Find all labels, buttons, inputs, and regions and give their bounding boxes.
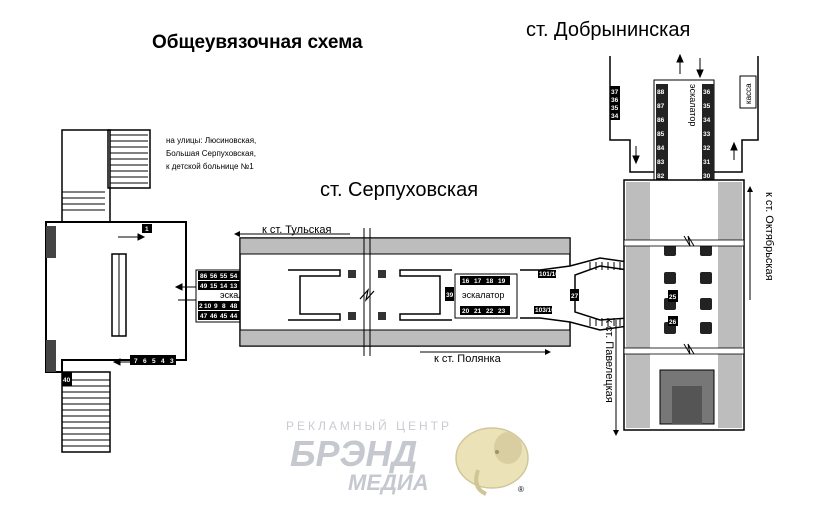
direction-oktyabrskaya: к ст. Октябрьская [763, 192, 775, 281]
escalator-2-label: эскалатор [462, 290, 504, 300]
ticket-office [739, 75, 757, 109]
passage-ad-101-102: 101/102 [539, 271, 563, 278]
upper-stairs [62, 134, 148, 211]
svg-text:4: 4 [161, 358, 165, 365]
scheme-title: Общеувязочная схема [152, 32, 363, 53]
svg-text:30: 30 [703, 173, 711, 180]
station-name-serpukhovskaya: ст. Серпуховская [320, 179, 478, 201]
track-bottom [239, 329, 571, 347]
watermark-line1: РЕКЛАМНЫЙ ЦЕНТР [286, 418, 452, 433]
passage-ad-27: 27 [571, 293, 579, 300]
svg-text:44: 44 [230, 313, 238, 320]
vestibule-ad-40: 40 [62, 372, 72, 386]
vestibule-ad-1: 1 [142, 224, 152, 233]
svg-text:48: 48 [230, 303, 238, 310]
svg-text:20: 20 [462, 308, 470, 315]
dobryninskaya-track-right [718, 182, 742, 428]
svg-text:18: 18 [486, 278, 494, 285]
vestibule-ad-row-bottom: 7 6 5 4 3 [130, 355, 176, 365]
svg-text:21: 21 [474, 308, 482, 315]
svg-text:55: 55 [220, 273, 228, 280]
lower-stairs [62, 379, 110, 447]
svg-text:34: 34 [703, 117, 711, 124]
ticket-office-label: касса [744, 83, 753, 104]
svg-text:19: 19 [498, 278, 506, 285]
svg-text:32: 32 [703, 145, 711, 152]
svg-text:35: 35 [703, 103, 711, 110]
svg-text:47: 47 [200, 313, 208, 320]
svg-text:7: 7 [134, 358, 138, 365]
watermark-line2: БРЭНД [290, 433, 417, 474]
serpukhovskaya-platform: к ст. Тульская к ст. Полянка [234, 224, 571, 365]
watermark-registered-mark: ® [518, 485, 524, 494]
dobryninskaya-escalator-ads: 88 87 86 85 84 83 82 81 36 35 34 33 32 3… [657, 89, 711, 194]
direction-polyanka: к ст. Полянка [434, 353, 502, 365]
svg-text:22: 22 [486, 308, 494, 315]
vestibule-pillar [46, 226, 56, 258]
brand-watermark: РЕКЛАМНЫЙ ЦЕНТР БРЭНД МЕДИА ® [286, 418, 529, 496]
dobryninskaya-station: 37 36 35 34 касса эскалатор 88 87 86 85 … [603, 53, 775, 436]
svg-text:37: 37 [611, 89, 619, 96]
svg-text:8: 8 [222, 303, 226, 310]
escalator-2: 39 эскалатор 16 17 18 19 20 21 22 23 [445, 273, 518, 319]
svg-text:9: 9 [214, 303, 218, 310]
dobryninskaya-escalator-label: эскалатор [688, 84, 698, 126]
svg-text:36: 36 [703, 89, 711, 96]
svg-text:45: 45 [220, 313, 228, 320]
passage-ad-103-104: 103/104 [535, 307, 559, 314]
svg-text:5: 5 [152, 358, 156, 365]
svg-text:17: 17 [474, 278, 482, 285]
dobryninskaya-ad-26: 26 [669, 319, 677, 326]
station-name-dobryninskaya: ст. Добрынинская [526, 19, 690, 41]
exit-note-line3: к детской больнице №1 [166, 162, 254, 171]
exit-note-line1: на улицы: Люсиновская, [166, 136, 256, 145]
svg-text:13: 13 [230, 283, 238, 290]
svg-text:88: 88 [657, 89, 665, 96]
svg-text:54: 54 [230, 273, 238, 280]
svg-text:40: 40 [63, 377, 71, 384]
dobryninskaya-ad-25: 25 [669, 294, 677, 301]
svg-text:85: 85 [657, 131, 665, 138]
svg-text:83: 83 [657, 159, 665, 166]
exit-note: на улицы: Люсиновская, Большая Серпуховс… [166, 136, 256, 171]
direction-tulskaya: к ст. Тульская [262, 224, 331, 236]
svg-text:23: 23 [498, 308, 506, 315]
svg-text:82: 82 [657, 173, 665, 180]
svg-text:14: 14 [220, 283, 228, 290]
elephant-logo-icon [455, 427, 529, 496]
svg-text:84: 84 [657, 145, 665, 152]
track-top [239, 237, 571, 255]
vestibule: 1 7 6 5 4 3 40 [45, 129, 204, 453]
exit-note-line2: Большая Серпуховская, [166, 149, 256, 158]
watermark-line3: МЕДИА [348, 470, 429, 495]
svg-text:10: 10 [204, 303, 212, 310]
direction-paveletskaya: к ст. Павелецкая [603, 318, 615, 403]
svg-text:31: 31 [703, 159, 711, 166]
svg-text:86: 86 [200, 273, 208, 280]
svg-text:33: 33 [703, 131, 711, 138]
svg-text:34: 34 [611, 113, 619, 120]
svg-text:15: 15 [210, 283, 218, 290]
vestibule-pillar [46, 340, 56, 372]
dobryninskaya-track-left [626, 182, 650, 428]
transfer-passage: 101/102 103/104 27 [520, 257, 629, 331]
escalator-2-ad-39: 39 [446, 292, 454, 299]
svg-text:2: 2 [199, 303, 203, 310]
svg-text:49: 49 [200, 283, 208, 290]
svg-text:6: 6 [143, 358, 147, 365]
svg-text:56: 56 [210, 273, 218, 280]
svg-text:36: 36 [611, 97, 619, 104]
svg-text:86: 86 [657, 117, 665, 124]
svg-text:3: 3 [170, 358, 174, 365]
svg-text:1: 1 [145, 226, 149, 233]
svg-text:46: 46 [210, 313, 218, 320]
svg-text:87: 87 [657, 103, 665, 110]
svg-text:16: 16 [462, 278, 470, 285]
svg-text:35: 35 [611, 105, 619, 112]
